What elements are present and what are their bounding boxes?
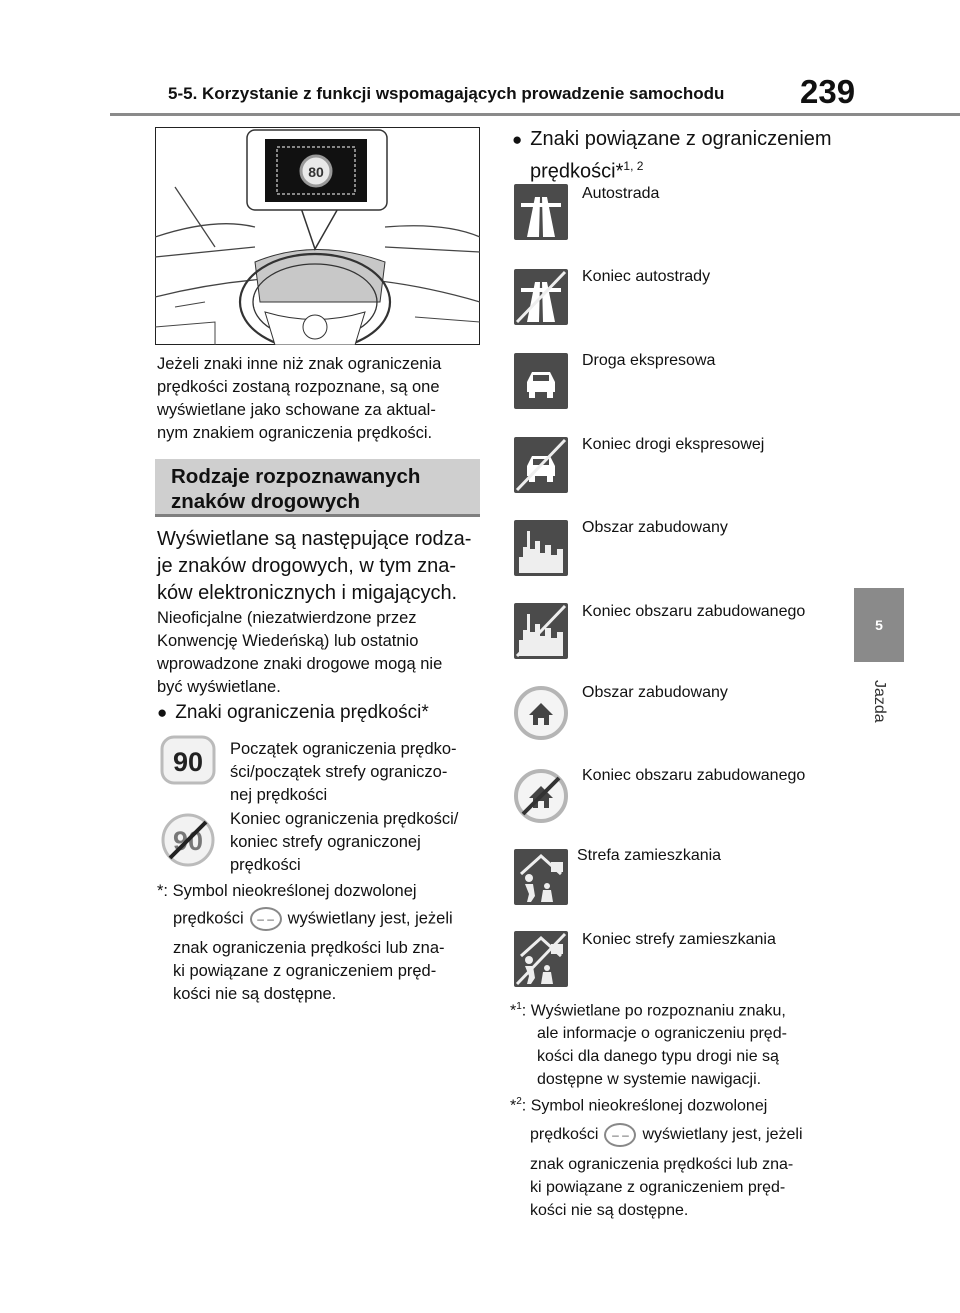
footnote-1: *1: Wyświetlane po rozpoznaniu znaku, al…	[510, 1001, 787, 1089]
intro-line: prędkości zostaną rozpoznane, są one	[157, 378, 440, 396]
note-paragraph: Nieoficjalne (niezatwierdzone przez Konw…	[157, 607, 442, 699]
residential-zone-icon	[514, 849, 568, 905]
motorway-icon	[514, 184, 568, 240]
sign-label: Obszar zabudowany	[582, 519, 728, 536]
sign2-description: Koniec ograniczenia prędkości/ koniec st…	[230, 810, 459, 874]
page-number: 239	[800, 73, 856, 110]
display-sign-value: 80	[308, 164, 324, 180]
sign-label: Koniec obszaru zabudowanego	[582, 767, 806, 784]
footnote-left: *: Symbol nieokreślonej dozwolonej prędk…	[157, 882, 453, 1003]
sign-label: Koniec strefy zamieszkania	[582, 931, 776, 948]
sign-label: Autostrada	[582, 185, 660, 202]
end-expressway-icon	[514, 437, 568, 493]
expressway-icon	[514, 353, 568, 409]
note-line: Nieoficjalne (niezatwierdzone przez	[157, 609, 417, 627]
intro-line: nym znakiem ograniczenia prędkości.	[157, 424, 433, 442]
bullet-icon: ●	[157, 703, 168, 722]
sign1-description: Początek ograniczenia prędko- ści/począt…	[230, 740, 457, 804]
end-built-up-area-round-icon	[514, 769, 568, 823]
note-line: być wyświetlane.	[157, 678, 281, 696]
undefined-speed-icon: – –	[604, 1123, 637, 1148]
lead-line: Wyświetlane są następujące rodza-	[157, 528, 472, 550]
section-heading: Rodzaje rozpoznawanych znaków drogowych	[155, 459, 480, 517]
note-line: Konwencję Wiedeńską) lub ostatnio	[157, 632, 419, 650]
bullet-icon: ●	[512, 130, 523, 149]
section-heading-line: Rodzaje rozpoznawanych	[171, 465, 421, 488]
footnote-2: *2: Symbol nieokreślonej dozwolonej pręd…	[510, 1096, 803, 1220]
intro-paragraph: Jeżeli znaki inne niż znak ograniczenia …	[157, 353, 441, 445]
sign-label: Obszar zabudowany	[582, 684, 728, 701]
lead-paragraph: Wyświetlane są następujące rodza- je zna…	[157, 526, 471, 607]
bullet-heading-speed: ●Znaki ograniczenia prędkości*	[157, 702, 429, 723]
end-built-up-area-icon	[514, 603, 568, 659]
sign-label: Droga ekspresowa	[582, 352, 716, 369]
speed-limit-sign-icon: 90	[160, 735, 216, 785]
chapter-tab: 5	[854, 588, 904, 662]
end-motorway-icon	[514, 269, 568, 325]
sign-label: Koniec autostrady	[582, 268, 711, 285]
bullet-heading-related: ●Znaki powiązane z ograniczeniem prędkoś…	[512, 128, 832, 183]
lead-line: ków elektronicznych i migających.	[157, 582, 458, 604]
speed-limit-value: 90	[173, 747, 203, 777]
header-rule	[110, 113, 960, 116]
built-up-area-icon	[514, 520, 568, 576]
intro-line: Jeżeli znaki inne niż znak ograniczenia	[157, 355, 442, 373]
sign-label: Strefa zamieszkania	[577, 847, 722, 864]
built-up-area-round-icon	[514, 686, 568, 740]
sign-label: Koniec obszaru zabudowanego	[582, 603, 806, 620]
section-heading-line: znaków drogowych	[171, 490, 361, 513]
end-residential-zone-icon	[514, 931, 568, 987]
page-header-title: 5-5. Korzystanie z funkcji wspomagającyc…	[168, 84, 725, 103]
intro-line: wyświetlane jako schowane za aktual-	[157, 401, 436, 419]
undefined-speed-icon: – –	[249, 907, 282, 931]
chapter-label: Jazda	[871, 680, 888, 723]
end-speed-limit-sign-icon: 90	[161, 813, 215, 867]
sign-label: Koniec drogi ekspresowej	[582, 436, 765, 453]
dashboard-illustration: 80	[155, 127, 480, 345]
note-line: wprowadzone znaki drogowe mogą nie	[157, 655, 443, 673]
lead-line: je znaków drogowych, w tym zna-	[157, 555, 457, 577]
